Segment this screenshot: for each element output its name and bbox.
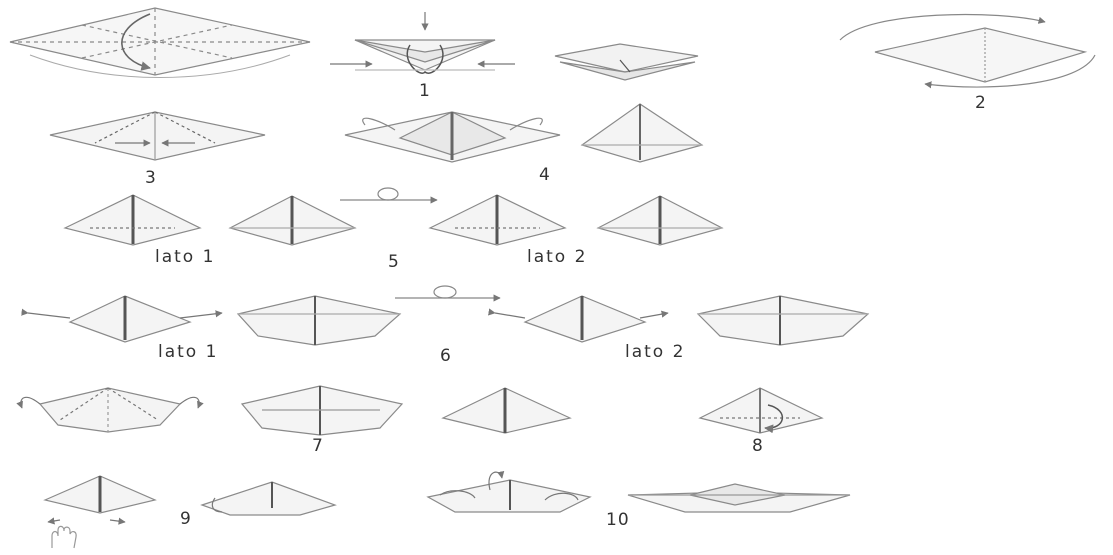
step-number-1: 1: [419, 81, 431, 101]
step-5-side-1-label: lato 1: [155, 247, 215, 267]
step-9-fig-b: [202, 482, 335, 515]
step-number-10: 10: [606, 510, 630, 530]
step-9-fig-a: [45, 476, 155, 522]
step-7-fig-c: [443, 388, 570, 433]
step-8-fig: [700, 388, 822, 433]
turn-over-arrow-icon: [340, 188, 437, 200]
step-number-6: 6: [440, 346, 452, 366]
step-number-5: 5: [388, 252, 400, 272]
step-number-8: 8: [752, 436, 764, 456]
step-1-fig-b: [330, 12, 515, 73]
step-5-fig-b: [230, 196, 355, 245]
step-3-fig: [50, 112, 265, 160]
step-1-fig-a: [10, 8, 310, 78]
step-6-side-1-label: lato 1: [158, 342, 218, 362]
step-6-side-2-label: lato 2: [625, 342, 685, 362]
step-10-fig-a: [428, 472, 590, 512]
step-6-fig-d: [698, 296, 868, 345]
step-number-3: 3: [145, 168, 157, 188]
step-1-fig-c: [555, 44, 698, 80]
step-7-fig-a: [21, 388, 199, 432]
finished-model-fig: [628, 484, 850, 512]
step-number-2: 2: [975, 93, 987, 113]
step-5-side-2-label: lato 2: [527, 247, 587, 267]
step-6-fig-a: [28, 296, 222, 342]
step-6-fig-b: [238, 296, 400, 345]
step-7-fig-b: [242, 386, 402, 435]
step-6-fig-c: [495, 296, 668, 342]
step-number-4: 4: [539, 165, 551, 185]
step-number-9: 9: [180, 509, 192, 529]
pinch-hand-icon: [52, 526, 76, 548]
turn-over-arrow-icon: [395, 286, 500, 298]
step-4-fig-a: [345, 112, 560, 162]
step-number-7: 7: [312, 436, 324, 456]
step-5-fig-d: [598, 196, 722, 245]
step-5-fig-a: [65, 195, 200, 245]
step-5-fig-c: [430, 195, 565, 245]
step-2-fig: [840, 15, 1095, 88]
step-4-fig-b: [582, 104, 702, 162]
